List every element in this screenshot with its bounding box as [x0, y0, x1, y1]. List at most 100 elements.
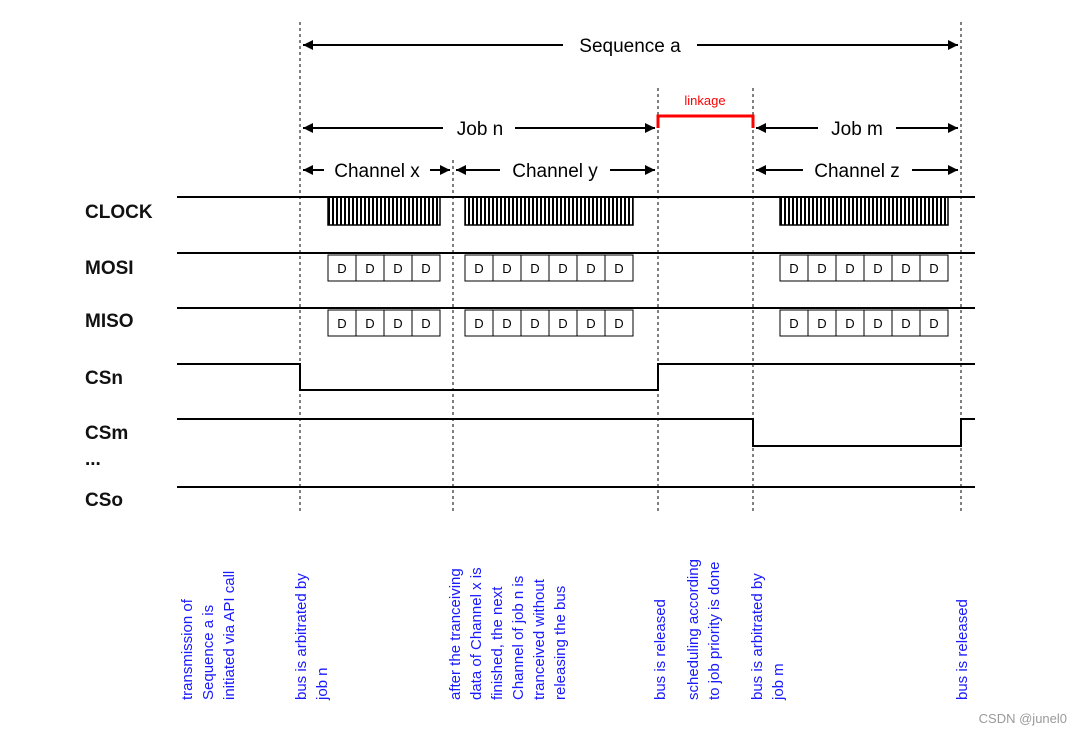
- sequence-span: Sequence a: [303, 36, 958, 57]
- data-bit-label: D: [337, 261, 346, 276]
- data-bit-cell: [835, 309, 865, 337]
- data-bit-label: D: [365, 261, 374, 276]
- data-bit-label: D: [337, 316, 346, 331]
- annotation-line: job m: [770, 663, 787, 701]
- linkage: linkage: [656, 93, 755, 128]
- data-bit-label: D: [873, 261, 882, 276]
- channel-y-span: Channel y: [456, 161, 655, 182]
- data-bit-cell: [779, 254, 809, 282]
- data-bit-cell: [863, 254, 893, 282]
- data-bit-label: D: [789, 316, 798, 331]
- data-bit-label: D: [421, 261, 430, 276]
- annotation-note: bus is released: [652, 599, 669, 700]
- data-bit-label: D: [929, 316, 938, 331]
- annotation-line: transmission of: [179, 598, 196, 700]
- clock-burst: [327, 196, 441, 226]
- data-bit-label: D: [393, 316, 402, 331]
- data-bit-label: D: [586, 316, 595, 331]
- data-bit-cell: [520, 254, 550, 282]
- data-bit-label: D: [393, 261, 402, 276]
- data-bit-cell: [520, 309, 550, 337]
- data-bit-label: D: [586, 261, 595, 276]
- annotation-line: tranceived without: [531, 578, 548, 700]
- channel-z-span: Channel z: [756, 161, 958, 182]
- data-bit-label: D: [365, 316, 374, 331]
- annotation-line: to job priority is done: [706, 562, 723, 700]
- annotation-note: bus is released: [954, 599, 971, 700]
- data-bit-label: D: [845, 261, 854, 276]
- data-bit-label: D: [901, 316, 910, 331]
- signal-name-clock: CLOCK: [85, 202, 153, 223]
- signal-name-miso: MISO: [85, 311, 134, 332]
- data-bit-cell: [355, 309, 385, 337]
- signal-name-csm: CSm: [85, 423, 128, 444]
- data-bit-label: D: [558, 316, 567, 331]
- signal-name-mosi: MOSI: [85, 258, 134, 279]
- data-bit-cell: [548, 309, 578, 337]
- job-n-span: Job n: [303, 119, 655, 140]
- data-bit-label: D: [901, 261, 910, 276]
- data-bit-cell: [576, 254, 606, 282]
- annotation-line: Channel of job n is: [510, 576, 527, 700]
- annotation-line: bus is released: [954, 599, 971, 700]
- annotation-line: scheduling according: [685, 559, 702, 700]
- data-bit-label: D: [845, 316, 854, 331]
- annotation-line: after the tranceiving: [447, 568, 464, 700]
- data-bit-label: D: [530, 261, 539, 276]
- data-bit-label: D: [502, 316, 511, 331]
- signal-name-csn: CSn: [85, 368, 123, 389]
- signal-names: CLOCK MOSI MISO CSn CSm ... CSo: [85, 202, 153, 511]
- channel-y-label: Channel y: [512, 161, 598, 182]
- watermark: CSDN @junel0: [978, 711, 1067, 726]
- annotation-line: bus is arbitrated by: [749, 573, 766, 700]
- data-bit-cell: [411, 254, 441, 282]
- data-bit-cell: [464, 309, 494, 337]
- sequence-label: Sequence a: [579, 36, 681, 57]
- data-bit-cell: [355, 254, 385, 282]
- channel-z-label: Channel z: [814, 161, 900, 182]
- clock-burst: [464, 196, 634, 226]
- data-bit-label: D: [474, 316, 483, 331]
- data-bit-cell: [411, 309, 441, 337]
- data-bit-label: D: [873, 316, 882, 331]
- data-bit-cell: [919, 254, 949, 282]
- annotation-line: job n: [314, 667, 331, 701]
- annotation-line: releasing the bus: [552, 586, 569, 700]
- job-n-label: Job n: [457, 119, 503, 140]
- data-bit-cell: [779, 309, 809, 337]
- annotation-line: initiated via API call: [221, 571, 238, 700]
- data-bit-label: D: [789, 261, 798, 276]
- data-bit-cell: [863, 309, 893, 337]
- channel-x-label: Channel x: [334, 161, 420, 182]
- data-bit-label: D: [421, 316, 430, 331]
- data-bit-label: D: [614, 316, 623, 331]
- data-bit-cell: [807, 309, 837, 337]
- signal-name-cso: CSo: [85, 490, 123, 511]
- data-bit-label: D: [817, 316, 826, 331]
- data-bit-cell: [807, 254, 837, 282]
- annotation-line: Sequence a is: [200, 605, 217, 700]
- clock-trace: [177, 196, 975, 226]
- clock-burst: [779, 196, 949, 226]
- data-bit-label: D: [817, 261, 826, 276]
- data-bit-label: D: [614, 261, 623, 276]
- data-bit-cell: [891, 254, 921, 282]
- data-bit-label: D: [929, 261, 938, 276]
- data-bit-label: D: [530, 316, 539, 331]
- annotation-line: bus is released: [652, 599, 669, 700]
- job-m-span: Job m: [756, 119, 958, 140]
- data-bit-label: D: [502, 261, 511, 276]
- data-bit-cell: [891, 309, 921, 337]
- data-bit-cell: [383, 254, 413, 282]
- annotation-line: finished, the next: [489, 586, 506, 700]
- data-bit-cell: [604, 254, 634, 282]
- data-bit-cell: [919, 309, 949, 337]
- channel-x-span: Channel x: [303, 161, 450, 182]
